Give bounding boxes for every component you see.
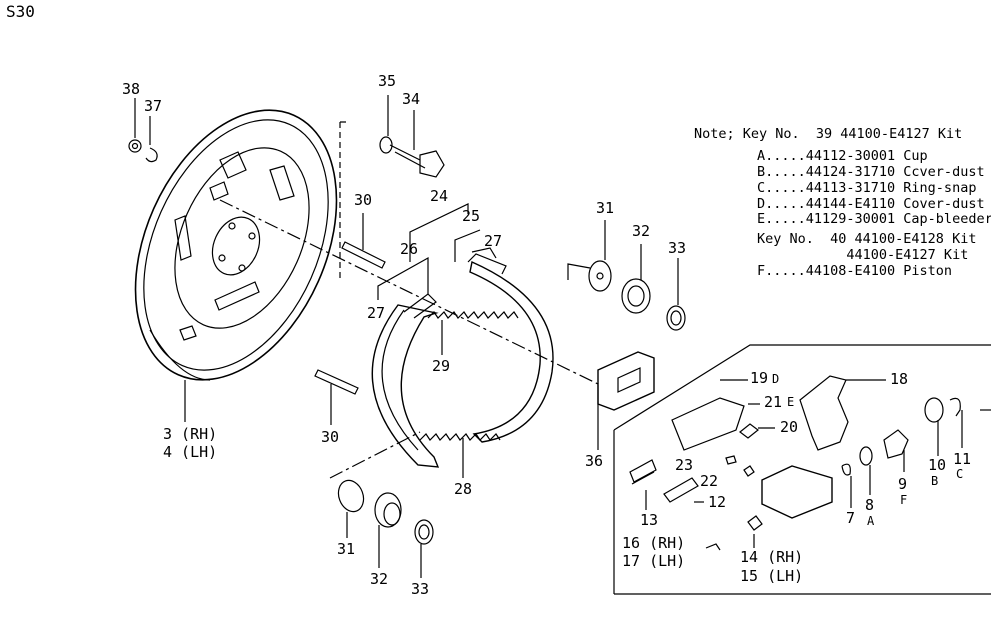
note-line-2: A.....44112-30001 Cup	[757, 148, 928, 164]
snap-ring-11	[949, 397, 961, 417]
part-number: 15 (LH)	[740, 567, 804, 585]
note-line-8: 44100-E4127 Kit	[757, 247, 969, 263]
note-line-9: F.....44108-E4100 Piston	[757, 263, 953, 279]
pin-30-bottom	[314, 369, 359, 425]
brake-shoe-right	[467, 253, 554, 443]
kit-letter: E	[787, 395, 795, 409]
cup-33-bottom	[414, 519, 434, 578]
pad-13	[629, 459, 657, 485]
part-number: 7	[846, 509, 856, 527]
kit-letter: F	[900, 493, 908, 507]
part-number: 35	[378, 72, 397, 90]
bolt-34	[389, 110, 445, 178]
part-number: 23	[675, 456, 694, 474]
nut-38	[128, 98, 142, 153]
part-number: 36	[585, 452, 604, 470]
part-number: 17 (LH)	[622, 552, 686, 570]
part-number: 10	[928, 456, 947, 474]
piston-9	[883, 429, 909, 459]
part-number: 4 (LH)	[163, 443, 218, 461]
retainer-31-bottom	[337, 479, 365, 538]
part-number: 3 (RH)	[163, 425, 218, 443]
part-number: 25	[462, 207, 481, 225]
diagram-title: S30	[6, 2, 35, 21]
part-number: 29	[432, 357, 451, 375]
kit-letter: A	[867, 514, 875, 528]
part-number: 28	[454, 480, 473, 498]
spring-32-top	[621, 244, 651, 314]
ring-7	[841, 463, 851, 476]
part-number: 34	[402, 90, 421, 108]
part-number: 8	[865, 496, 875, 514]
note-line-7: Key No. 40 44100-E4128 Kit	[757, 231, 977, 247]
wheel-cylinder-36	[597, 351, 655, 411]
part-number: 30	[354, 191, 373, 209]
spring-29	[427, 311, 519, 319]
part-number: 20	[780, 418, 799, 436]
part-number: 33	[668, 239, 687, 257]
pin-30-top	[341, 213, 386, 269]
part-number: 32	[370, 570, 389, 588]
shim-12	[663, 477, 699, 503]
dust-cover-19	[671, 397, 745, 451]
part-number: 13	[640, 511, 659, 529]
note-line-6: E.....41129-30001 Cap-bleeder	[757, 211, 991, 227]
note-line-4: C.....44113-31710 Ring-snap	[757, 180, 977, 196]
cylinder-body	[761, 465, 833, 519]
detail-box	[613, 344, 991, 431]
part-number: 14 (RH)	[740, 548, 804, 566]
part-number: 21	[764, 393, 783, 411]
spring-28	[419, 433, 501, 441]
part-number: 16 (RH)	[622, 534, 686, 552]
part-number: 19	[750, 369, 769, 387]
part-number: 12	[708, 493, 727, 511]
kit-letter: D	[772, 372, 780, 386]
kit-letter: B	[931, 474, 939, 488]
part-number: 18	[890, 370, 909, 388]
part-number: 37	[144, 97, 163, 115]
washer-35	[379, 95, 393, 154]
part-number: 11	[953, 450, 972, 468]
part-number: 24	[430, 187, 449, 205]
part-number: 38	[122, 80, 141, 98]
part-number: 9	[898, 475, 908, 493]
part-number: 30	[321, 428, 340, 446]
spring-32-bottom	[374, 492, 402, 568]
note-line-1: Note; Key No. 39 44100-E4127 Kit	[694, 126, 963, 142]
part-number: 22	[700, 472, 719, 490]
part-number: 27	[484, 232, 503, 250]
part-number: 31	[596, 199, 615, 217]
note-line-3: B.....44124-31710 Ccver-dust	[757, 164, 985, 180]
boot-10	[924, 397, 944, 423]
brake-shoe-left	[371, 293, 440, 468]
part-number: 26	[400, 240, 419, 258]
retainer-31-top	[588, 220, 612, 292]
part-number: 33	[411, 580, 430, 598]
backing-plate	[134, 109, 338, 381]
cup-33-top	[666, 258, 686, 331]
clip-37	[145, 116, 158, 163]
part-number: 27	[367, 304, 386, 322]
part-number: 32	[632, 222, 651, 240]
note-line-5: D.....44144-E4110 Cover-dust	[757, 196, 985, 212]
kit-letter: C	[956, 467, 964, 481]
cup-8	[859, 446, 873, 466]
plate-18	[799, 375, 849, 451]
part-number: 31	[337, 540, 356, 558]
